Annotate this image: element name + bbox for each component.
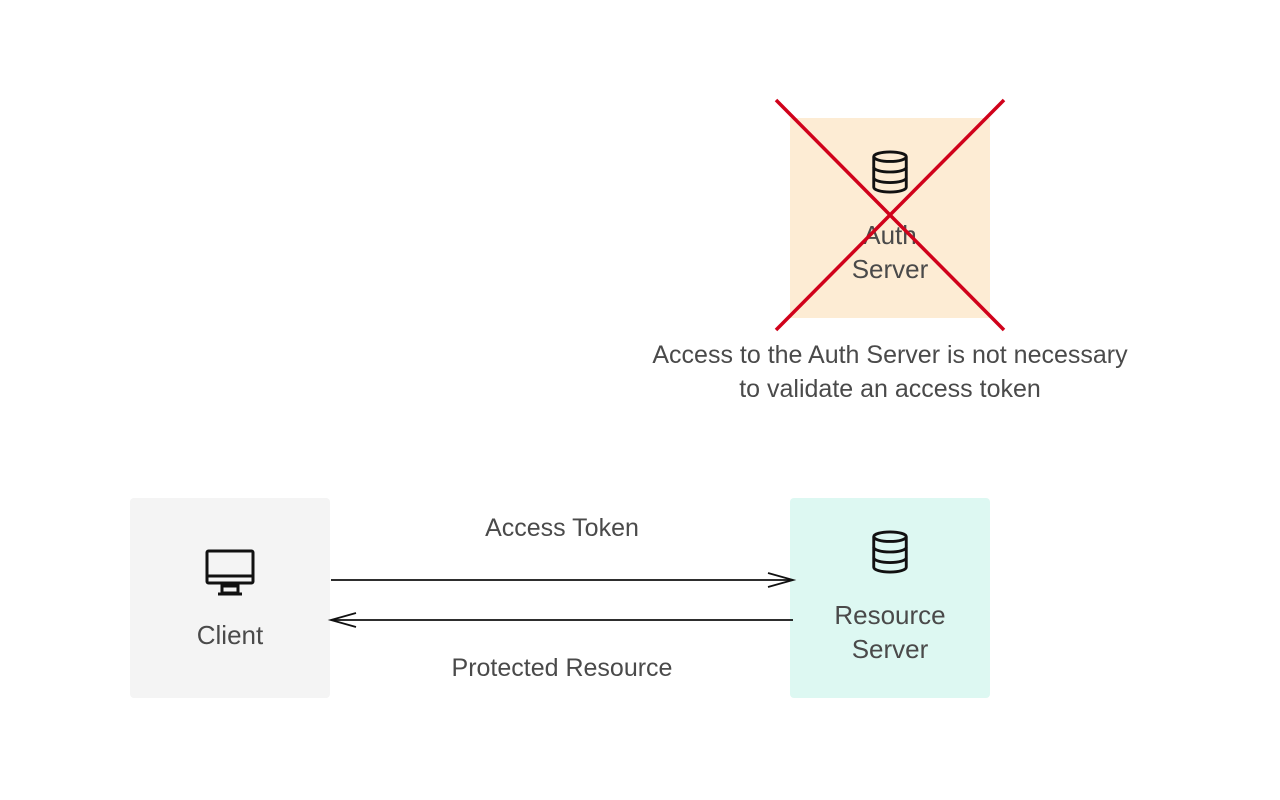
auth-server-note: Access to the Auth Server is not necessa… [600,338,1180,406]
auth-server-cross [774,98,1006,332]
auth-server-label: Auth Server [790,218,990,286]
edge-client-to-resource [331,572,797,588]
database-icon [872,530,908,574]
resource-server-node: Resource Server [790,498,990,698]
client-label: Client [196,620,264,650]
edge-label-protected-resource: Protected Resource [451,654,673,682]
note-line2: to validate an access token [739,375,1041,403]
cross-line-2 [774,98,1006,332]
client-node: Client [130,498,330,698]
resource-server-label-line1: Resource [834,600,946,630]
edge-label-access-token: Access Token [485,514,639,542]
note-line1: Access to the Auth Server is not necessa… [652,341,1128,369]
resource-server-label-line2: Server [851,634,929,664]
database-icon [872,150,908,194]
resource-server-label: Resource Server [790,598,990,666]
auth-server-label-line2: Server [851,254,929,284]
edge-resource-to-client [327,612,793,628]
monitor-icon [205,549,255,596]
